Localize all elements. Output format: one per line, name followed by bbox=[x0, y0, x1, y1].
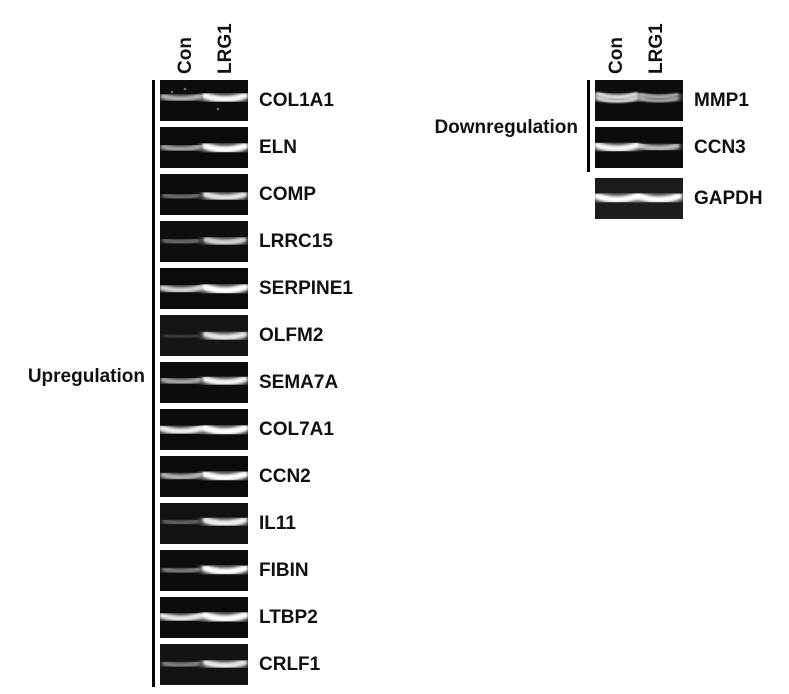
gene-label-ltbp2: LTBP2 bbox=[259, 606, 318, 628]
band-core bbox=[203, 191, 247, 201]
band-core bbox=[160, 284, 203, 294]
gel-row-col7a1: COL7A1 bbox=[160, 409, 334, 450]
gene-label-comp: COMP bbox=[259, 183, 316, 205]
band-core bbox=[201, 424, 248, 435]
gene-label-ccn2: CCN2 bbox=[259, 465, 311, 487]
gel-speckle bbox=[170, 90, 174, 94]
band-glow bbox=[635, 91, 683, 105]
lane-header-lrg1-upregulation: LRG1 bbox=[215, 23, 236, 74]
gel-image-olfm2 bbox=[160, 315, 248, 356]
band-core bbox=[203, 659, 247, 669]
gel-image-col1a1 bbox=[160, 80, 248, 121]
band-core bbox=[160, 425, 204, 435]
gel-speckle bbox=[216, 107, 220, 111]
lane-header-con-upregulation: Con bbox=[175, 37, 196, 74]
gel-image-mmp1 bbox=[595, 80, 683, 121]
band-core bbox=[160, 93, 202, 102]
band-core bbox=[203, 331, 247, 341]
gene-label-eln: ELN bbox=[259, 136, 297, 158]
gel-image-eln bbox=[160, 127, 248, 168]
gel-row-olfm2: OLFM2 bbox=[160, 315, 323, 356]
gene-label-lrrc15: LRRC15 bbox=[259, 230, 333, 252]
gel-image-crlf1 bbox=[160, 644, 248, 685]
band-core bbox=[201, 611, 248, 622]
band-core bbox=[202, 142, 248, 153]
band-core bbox=[161, 144, 201, 152]
gel-image-ccn3 bbox=[595, 127, 683, 168]
gel-row-lrrc15: LRRC15 bbox=[160, 221, 333, 262]
gel-row-comp: COMP bbox=[160, 174, 316, 215]
gel-image-serpine1 bbox=[160, 268, 248, 309]
band-core bbox=[201, 283, 248, 294]
gel-row-il11: IL11 bbox=[160, 503, 296, 544]
band-core bbox=[160, 472, 202, 480]
gel-speckle bbox=[183, 87, 187, 91]
band-core bbox=[162, 661, 201, 668]
band-core bbox=[595, 193, 640, 203]
upregulation-group-label: Upregulation bbox=[27, 366, 145, 387]
band-core bbox=[638, 143, 680, 151]
band-core bbox=[202, 565, 248, 575]
band-core-lower bbox=[639, 97, 679, 103]
gene-label-serpine1: SERPINE1 bbox=[259, 277, 353, 299]
gel-image-comp bbox=[160, 174, 248, 215]
gel-image-sema7a bbox=[160, 362, 248, 403]
gene-label-crlf1: CRLF1 bbox=[259, 653, 321, 675]
gel-image-gapdh bbox=[595, 178, 683, 219]
gene-label-fibin: FIBIN bbox=[259, 559, 309, 581]
band-core bbox=[202, 471, 248, 481]
band-core bbox=[202, 376, 248, 386]
band-core-upper bbox=[595, 91, 639, 99]
gel-row-serpine1: SERPINE1 bbox=[160, 268, 353, 309]
downregulation-bracket-line bbox=[587, 80, 590, 172]
gene-label-ccn3: CCN3 bbox=[694, 136, 746, 158]
gel-image-fibin bbox=[160, 550, 248, 591]
band-core bbox=[162, 193, 200, 200]
upregulation-bracket-line bbox=[152, 80, 155, 687]
band-core bbox=[202, 92, 248, 103]
band-core bbox=[161, 377, 201, 385]
gel-row-mmp1: MMP1 bbox=[595, 80, 749, 121]
band-glow bbox=[595, 90, 643, 105]
gene-label-col7a1: COL7A1 bbox=[259, 418, 334, 440]
band-core-lower bbox=[595, 96, 639, 104]
gel-row-gapdh: GAPDH bbox=[595, 178, 763, 219]
gel-row-sema7a: SEMA7A bbox=[160, 362, 338, 403]
gene-label-sema7a: SEMA7A bbox=[259, 371, 339, 393]
lane-header-lrg1-downregulation: LRG1 bbox=[646, 23, 667, 74]
band-core bbox=[203, 236, 247, 246]
gel-row-crlf1: CRLF1 bbox=[160, 644, 320, 685]
lane-header-con-downregulation: Con bbox=[606, 37, 627, 74]
gel-image-il11 bbox=[160, 503, 248, 544]
gel-row-ccn2: CCN2 bbox=[160, 456, 311, 497]
downregulation-group-label: Downregulation bbox=[434, 117, 578, 138]
gel-image-ltbp2 bbox=[160, 597, 248, 638]
gel-row-ltbp2: LTBP2 bbox=[160, 597, 318, 638]
band-core bbox=[595, 142, 640, 152]
band-core-upper bbox=[639, 92, 679, 99]
gel-image-ccn2 bbox=[160, 456, 248, 497]
gene-label-gapdh: GAPDH bbox=[694, 187, 763, 209]
gene-label-mmp1: MMP1 bbox=[694, 89, 749, 111]
gene-label-col1a1: COL1A1 bbox=[259, 89, 334, 111]
band-core bbox=[162, 567, 201, 574]
gel-row-fibin: FIBIN bbox=[160, 550, 309, 591]
band-core bbox=[162, 519, 200, 525]
band-core bbox=[160, 612, 203, 622]
band-core bbox=[163, 333, 199, 339]
gel-image-lrrc15 bbox=[160, 221, 248, 262]
band-core bbox=[162, 238, 200, 245]
band-core bbox=[636, 193, 682, 203]
gene-label-il11: IL11 bbox=[259, 512, 296, 534]
band-core bbox=[202, 517, 248, 527]
gene-label-olfm2: OLFM2 bbox=[259, 324, 324, 346]
gel-image-col7a1 bbox=[160, 409, 248, 450]
gel-row-eln: ELN bbox=[160, 127, 297, 168]
gel-row-col1a1: COL1A1 bbox=[160, 80, 334, 121]
gel-row-ccn3: CCN3 bbox=[595, 127, 746, 168]
